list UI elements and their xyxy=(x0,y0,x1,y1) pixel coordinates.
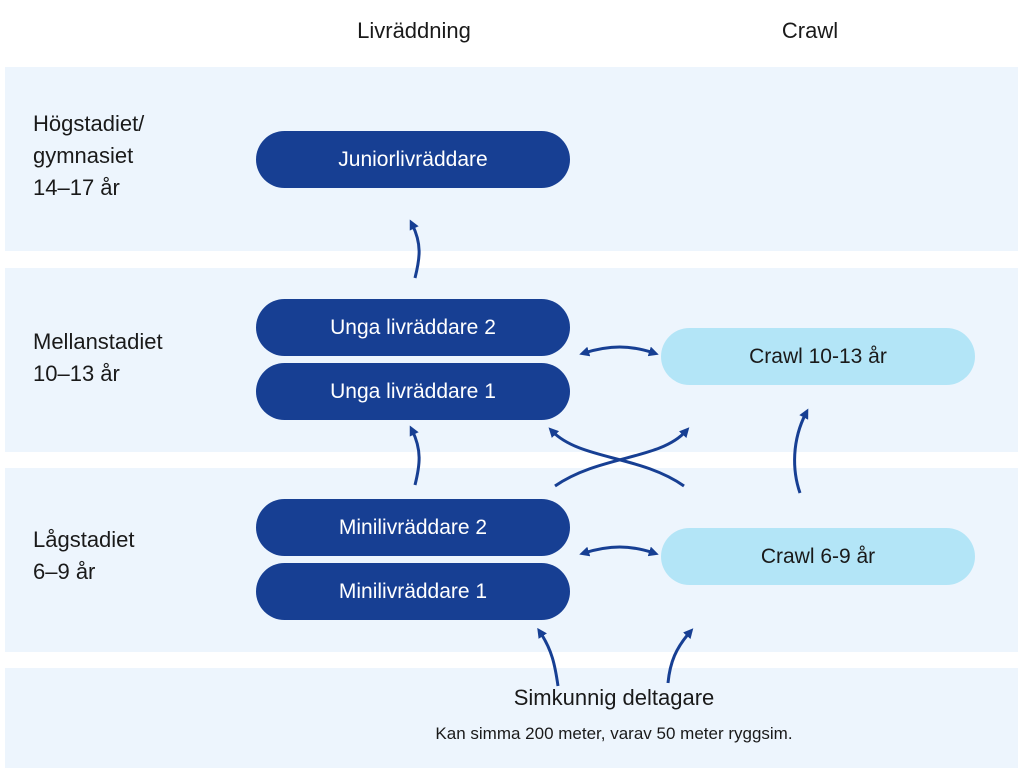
entry-title: Simkunnig deltagare xyxy=(513,685,715,710)
stage-label-line: 6–9 år xyxy=(33,559,96,584)
course-minilivraddare-2: Minilivräddare 2 xyxy=(256,499,570,556)
band-entry xyxy=(5,668,1018,768)
entry-subtitle: Kan simma 200 meter, varav 50 meter rygg… xyxy=(435,724,793,743)
arrow-crawl69-to-unga xyxy=(548,427,685,488)
course-unga-livraddare-1: Unga livräddare 1 xyxy=(256,363,570,420)
column-header-livraddning: Livräddning xyxy=(357,18,471,43)
stage-label-line: Högstadiet/ xyxy=(33,111,145,136)
stage-label-hogstadiet: Högstadiet/ gymnasiet 14–17 år xyxy=(33,108,144,204)
stage-label-lagstadiet: Lågstadiet 6–9 år xyxy=(33,524,135,588)
stage-label-line: gymnasiet xyxy=(33,143,134,168)
arrow-entry-to-crawl69 xyxy=(666,628,694,684)
stage-label-line: 14–17 år xyxy=(33,175,120,200)
column-header-crawl: Crawl xyxy=(781,18,839,43)
course-crawl-6-9: Crawl 6-9 år xyxy=(661,528,975,585)
arrow-crawl69-to-crawl1013 xyxy=(793,408,809,494)
arrow-mini-to-crawl1013 xyxy=(554,427,690,488)
course-juniorlivraddare: Juniorlivräddare xyxy=(256,131,570,188)
arrow-entry-to-mini xyxy=(537,627,560,687)
stage-label-line: Lågstadiet xyxy=(33,527,135,552)
course-crawl-10-13: Crawl 10-13 år xyxy=(661,328,975,385)
arrow-mini-crawl-exchange xyxy=(579,545,659,557)
arrow-mini-to-unga xyxy=(409,425,421,486)
arrow-unga-to-junior xyxy=(409,219,421,279)
stage-label-mellanstadiet: Mellanstadiet 10–13 år xyxy=(33,326,163,390)
arrow-unga-crawl-exchange xyxy=(579,345,659,357)
course-unga-livraddare-2: Unga livräddare 2 xyxy=(256,299,570,356)
stage-label-line: 10–13 år xyxy=(33,361,120,386)
stage-label-line: Mellanstadiet xyxy=(33,329,163,354)
course-minilivraddare-1: Minilivräddare 1 xyxy=(256,563,570,620)
